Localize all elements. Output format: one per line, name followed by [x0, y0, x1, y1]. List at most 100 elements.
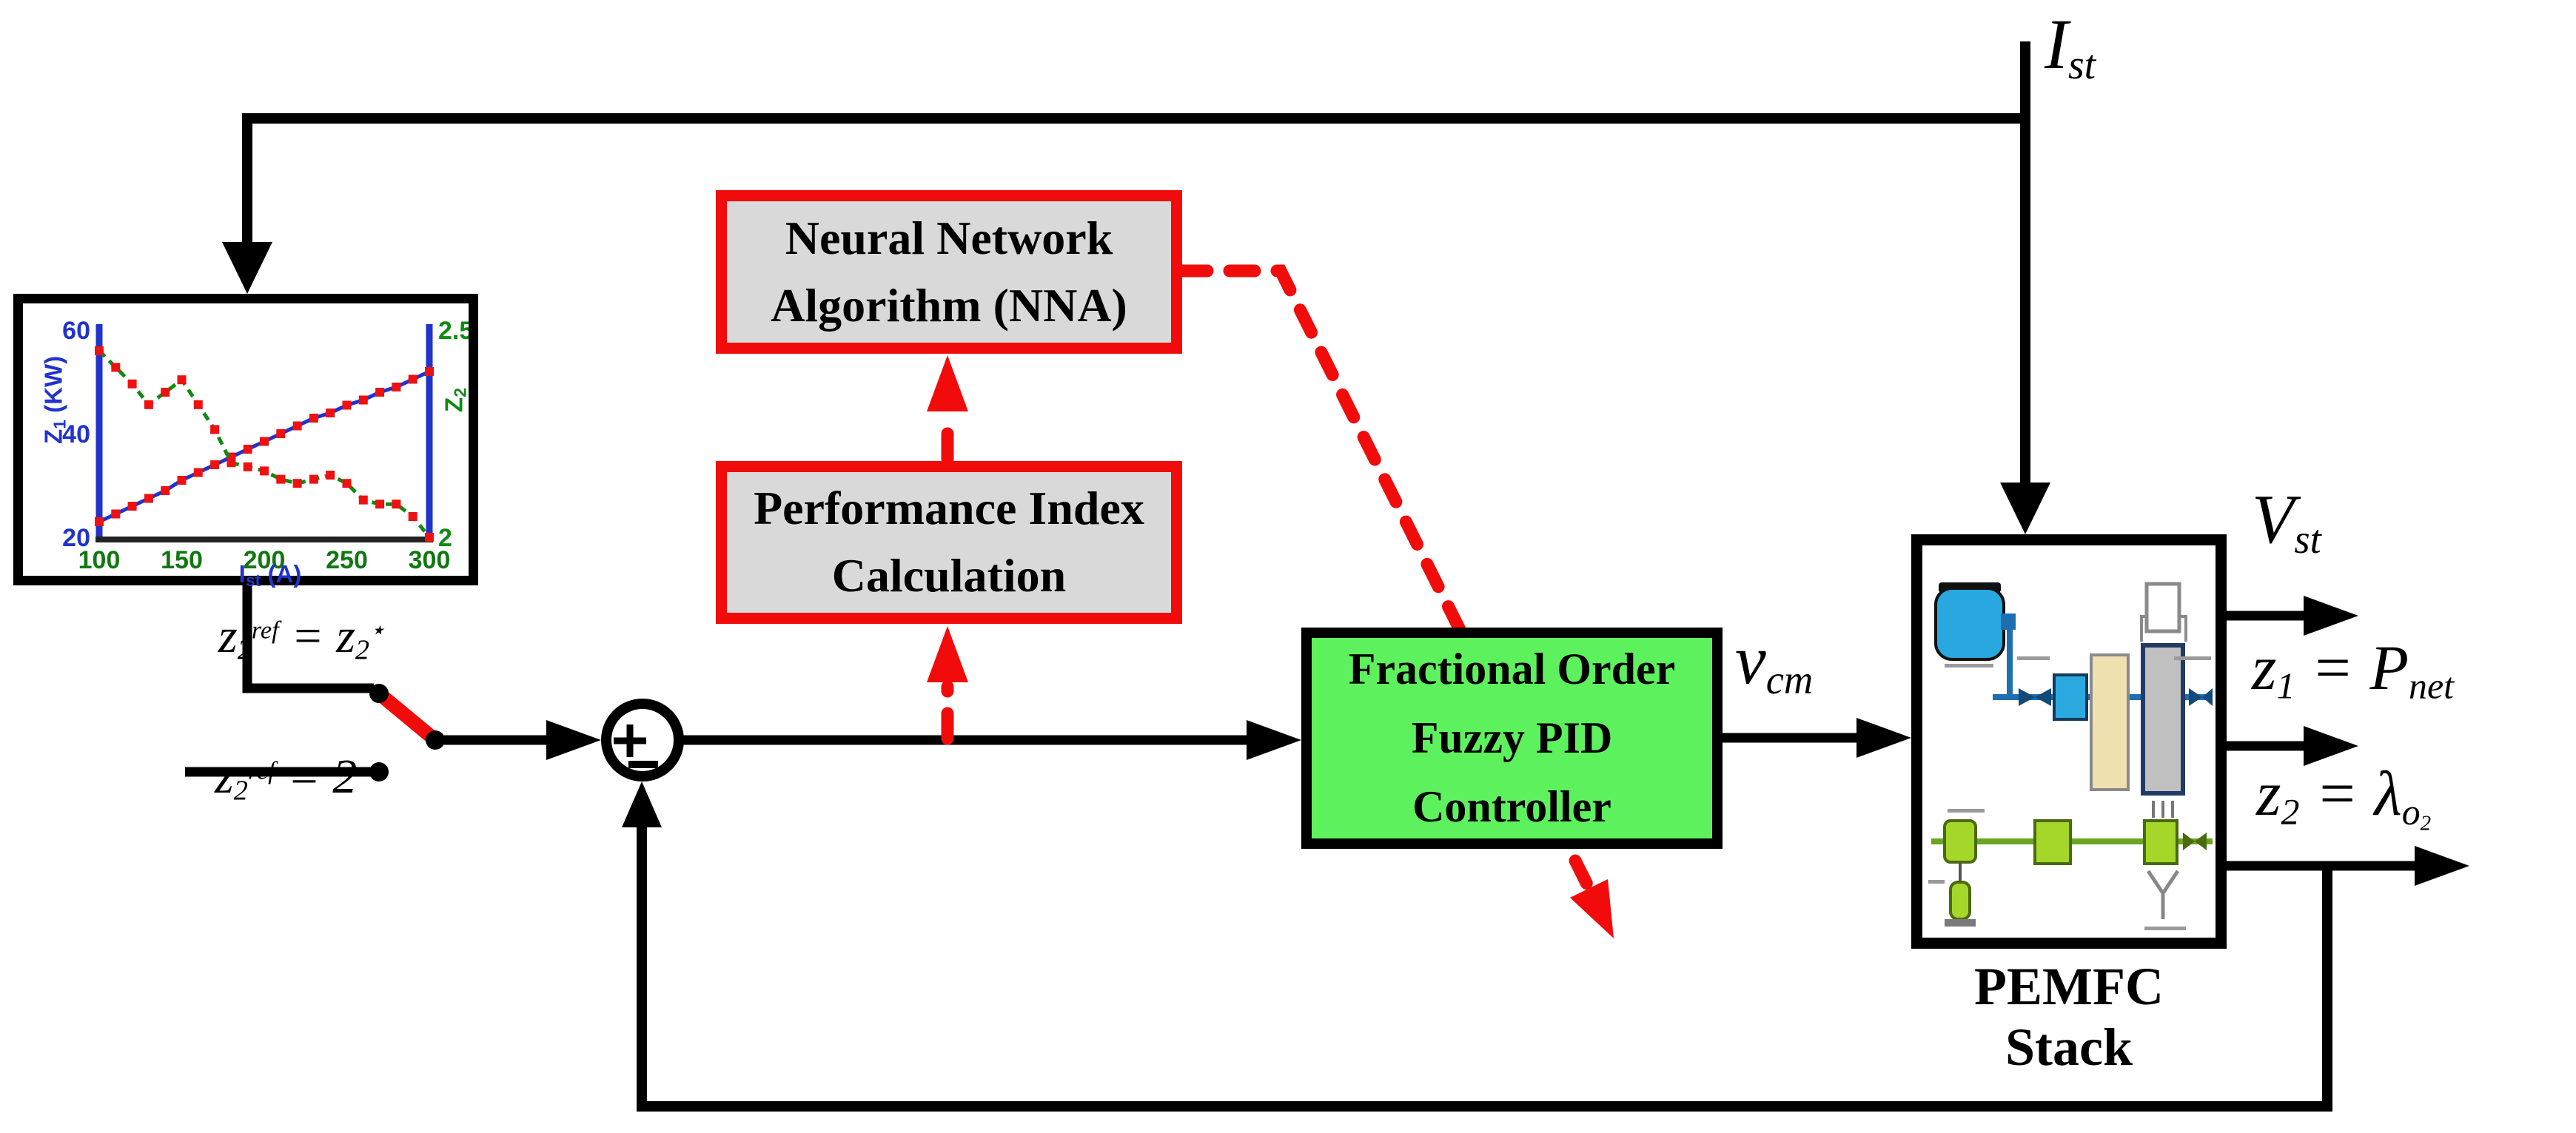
chart-marker	[375, 500, 385, 509]
chart-marker	[144, 494, 153, 503]
z2ref-star-rhs-base: z	[336, 609, 355, 663]
z2ref-star-sup: ref	[251, 616, 279, 645]
switch-contact-lower[interactable]	[369, 762, 389, 781]
chart-tick-label: 20	[62, 524, 90, 552]
air-valve-icon	[2183, 833, 2195, 850]
chart-marker	[127, 379, 137, 389]
caption-mark	[1928, 880, 1945, 884]
chart-marker	[375, 388, 385, 397]
chart-ylabel-left-sub: 1	[50, 419, 70, 429]
switch-pole[interactable]	[426, 730, 445, 750]
hydrogen-valve-icon	[2035, 688, 2051, 706]
caption-mark	[1945, 664, 1993, 668]
performance-index-box: Performance Index Calculation	[716, 461, 1182, 624]
chart-marker	[177, 476, 187, 485]
chart-marker	[111, 509, 121, 519]
chart-tick-label: 2	[438, 524, 452, 552]
chart-ylabel-right: Z2	[440, 337, 471, 463]
lambda-sub: o2	[2401, 791, 2431, 835]
arrowhead-vst	[2304, 596, 2358, 636]
controller-line3: Controller	[1412, 782, 1611, 831]
lambda-base: λ	[2374, 758, 2402, 829]
cooling-fan	[2146, 870, 2180, 919]
ist-top-feed-line	[242, 113, 2025, 246]
chart-marker	[342, 479, 352, 488]
vst-sub: st	[2294, 516, 2321, 562]
vcm-label: vcm	[1735, 620, 1813, 703]
z2ref-const-value: 2	[332, 750, 358, 804]
arrowhead-vcm-into-pemfc	[1856, 718, 1911, 758]
chart-marker	[177, 375, 187, 385]
hydrogen-tank	[1934, 587, 2005, 661]
caption-mark	[2174, 656, 2211, 660]
ist-base: I	[2045, 4, 2068, 84]
chart-marker	[95, 346, 104, 355]
controller-line2: Fuzzy PID	[1411, 713, 1613, 762]
chart-marker	[144, 400, 153, 409]
chart-marker	[243, 462, 252, 471]
anode-heat-exchanger	[2053, 673, 2088, 721]
zref-star-line	[242, 585, 374, 693]
air-valve-icon	[2195, 833, 2207, 850]
red-arrowhead-into-perfindex	[927, 626, 968, 682]
chart-marker	[161, 486, 170, 495]
chart-marker	[292, 421, 302, 431]
vcm-sub: cm	[1765, 656, 1814, 702]
chart-marker	[210, 460, 220, 469]
switch-contact-upper[interactable]	[369, 684, 389, 703]
chart-marker	[392, 500, 401, 509]
chart-tick-label: 200	[244, 546, 286, 574]
hydrogen-outlet-valve-icon	[2202, 688, 2213, 706]
red-arrowhead-nna-tuning	[1570, 879, 1614, 938]
performance-index-line2: Calculation	[831, 549, 1067, 602]
caption-mark	[2017, 656, 2050, 660]
air-pump	[1949, 881, 1971, 921]
tank-outlet	[2001, 613, 2016, 630]
pemfc-caption-line1: PEMFC	[1974, 957, 2164, 1016]
z1-base: z	[2252, 632, 2277, 703]
chart-marker	[342, 400, 352, 410]
chart-xlabel-base: I	[238, 560, 246, 588]
hydrogen-valve-icon	[2019, 688, 2035, 706]
lambda-sub-o: o	[2401, 791, 2421, 833]
arrowhead-into-sum	[546, 720, 601, 760]
ist-sub: st	[2067, 42, 2096, 89]
chart-marker	[193, 400, 203, 409]
controller-line1: Fractional Order	[1348, 645, 1676, 693]
chart-marker	[425, 367, 434, 376]
chart-marker	[276, 429, 286, 438]
pemfc-internal-schematic	[1928, 582, 2213, 930]
red-arrowhead-into-nna	[927, 355, 968, 411]
chart-ylabel-left-base: Z	[39, 428, 67, 445]
chart-marker	[95, 517, 104, 526]
feedback-line	[637, 827, 2332, 1112]
chart-xlabel: Ist (A)	[178, 560, 363, 591]
z2ref-star-rhs-sup: ⋆	[369, 616, 386, 645]
switch-arm[interactable]	[372, 686, 443, 747]
z2-base: z	[2256, 758, 2281, 829]
chart-marker	[292, 479, 302, 488]
pemfc-caption: PEMFC Stack	[1911, 956, 2227, 1077]
chart-tick-label: 100	[78, 546, 121, 574]
chart-marker	[227, 458, 236, 468]
stack-vents	[2152, 801, 2174, 818]
compressor	[1943, 819, 1977, 864]
chart-ylabel-right-base: Z	[440, 397, 468, 412]
pemfc-stack-box	[1911, 534, 2227, 949]
arrowhead-z1	[2304, 726, 2358, 766]
cathode-heat-exchanger	[2033, 819, 2072, 865]
arrowhead-into-controller	[1247, 720, 1301, 760]
chart-ylabel-left: Z1 (KW)	[40, 303, 70, 496]
vst-label: Vst	[2252, 480, 2321, 562]
chart-marker	[276, 474, 286, 484]
chart-marker	[358, 495, 368, 505]
arrowhead-into-chart	[222, 242, 272, 294]
chart-marker	[408, 512, 417, 521]
pemfc-caption-line2: Stack	[2005, 1018, 2133, 1077]
pnet-base: P	[2369, 632, 2409, 703]
equals: =	[275, 750, 333, 804]
chart-ylabel-right-sub: 2	[450, 387, 470, 397]
z1-output-label: z1 = Pnet	[2252, 631, 2454, 707]
